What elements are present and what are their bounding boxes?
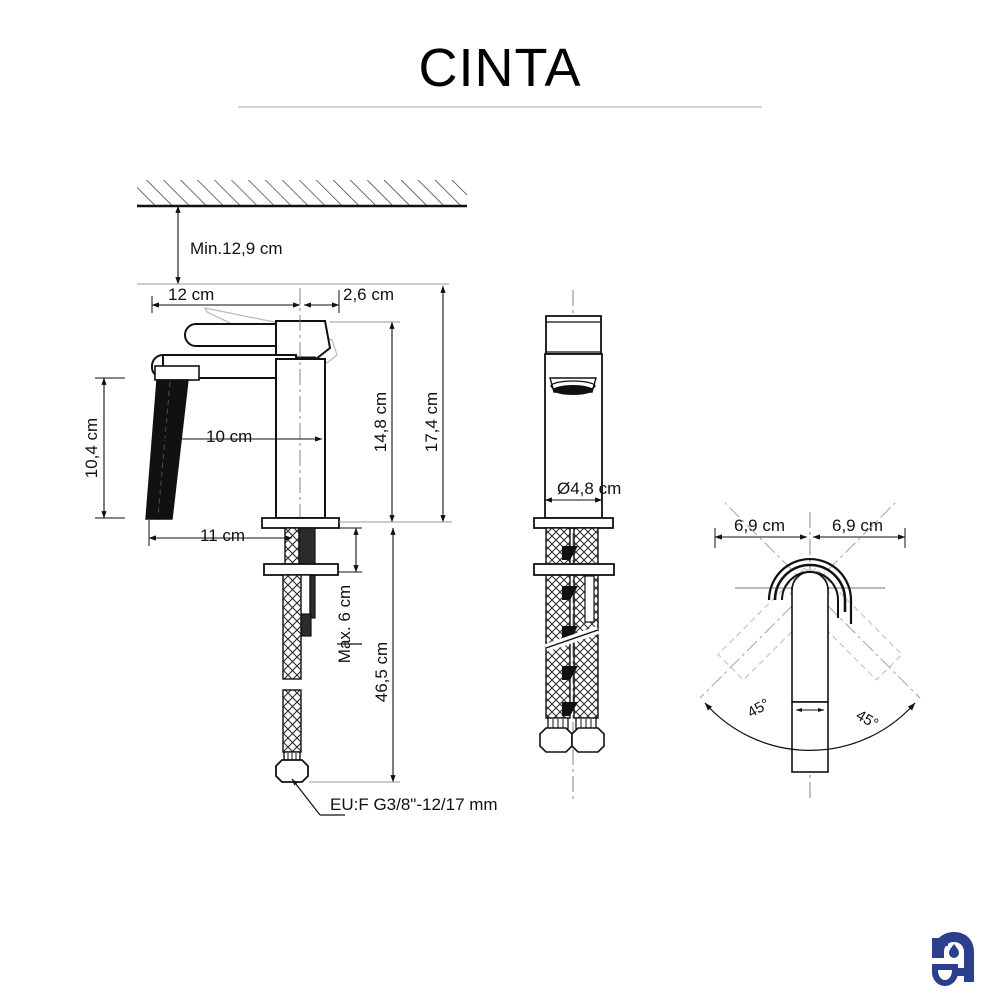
dimension-spout-height: 10 cm <box>162 427 323 446</box>
dimension-base-width-label: 11 cm <box>200 526 245 545</box>
dimension-min-clearance-label: Min.12,9 cm <box>190 239 283 258</box>
dimension-max-counter-thickness-label: Max. 6 cm <box>335 585 354 663</box>
hex-connector-nut <box>275 759 309 783</box>
mounting-shank-and-hose <box>263 527 339 783</box>
dimension-body-diameter-label: Ø4,8 cm <box>557 479 621 498</box>
side-cartridge-cap <box>545 315 602 355</box>
dimension-swivel-right-label: 6,9 cm <box>832 516 883 535</box>
dimension-stream-height-label: 10,4 cm <box>82 418 101 478</box>
dimension-body-height: 14,8 cm <box>330 321 400 523</box>
top-handle-arcs <box>767 557 853 624</box>
dimension-hose-length: 46,5 cm <box>309 527 400 783</box>
dimension-max-counter-thickness: Max. 6 cm <box>335 527 362 663</box>
braided-hose-right <box>573 527 599 719</box>
front-elevation-view: Min.12,9 cm 12 cm 2,6 cm <box>82 180 498 816</box>
dimension-handle-offset: 2,6 cm <box>303 285 394 313</box>
dimension-stream-height: 10,4 cm <box>82 377 125 519</box>
dimension-spout-reach: 12 cm <box>151 285 301 313</box>
page-title: CINTA <box>419 38 582 98</box>
dimension-swivel-left: 6,9 cm <box>714 516 808 548</box>
dimension-spout-height-label: 10 cm <box>206 427 252 446</box>
faucet-spout-arm <box>150 353 297 382</box>
water-stream <box>145 379 189 520</box>
dimension-body-diameter: Ø4,8 cm <box>544 479 621 503</box>
dimension-spout-reach-label: 12 cm <box>168 285 214 304</box>
side-mounting-nut <box>584 575 595 623</box>
dimension-base-width: 11 cm <box>148 520 293 546</box>
side-body-column <box>544 353 603 519</box>
top-plan-view: 6,9 cm 6,9 cm <box>699 502 921 800</box>
dimension-swivel-left-label: 6,9 cm <box>734 516 785 535</box>
side-braided-hoses <box>533 527 615 753</box>
mounting-washer <box>263 563 339 576</box>
dimension-min-clearance: Min.12,9 cm <box>175 205 283 285</box>
dimension-body-height-label: 14,8 cm <box>371 392 390 452</box>
side-hex-nut-left <box>539 727 573 753</box>
callout-connector-thread: EU:F G3/8"-12/17 mm <box>291 778 498 816</box>
faucet-cartridge-cap <box>275 320 332 360</box>
side-mounting-washer <box>533 563 615 576</box>
brand-logo <box>932 932 974 986</box>
side-hex-nut-right <box>571 727 605 753</box>
side-elevation-view: Ø4,8 cm <box>533 290 621 800</box>
faucet-base-flange <box>261 517 340 529</box>
dimension-total-height: 17,4 cm <box>339 285 452 523</box>
page-header: CINTA <box>238 38 762 108</box>
side-base-flange <box>533 517 614 529</box>
dimension-hose-length-label: 46,5 cm <box>372 642 391 702</box>
faucet-lever-handle <box>184 323 279 347</box>
callout-connector-thread-label: EU:F G3/8"-12/17 mm <box>330 795 498 814</box>
wall-hatch <box>137 180 467 208</box>
braided-hose-lower <box>282 689 302 753</box>
braided-hose-upper <box>282 574 302 680</box>
dimension-swivel-right: 6,9 cm <box>812 516 906 548</box>
dimension-handle-offset-label: 2,6 cm <box>343 285 394 304</box>
top-spout-body <box>791 571 829 773</box>
dimension-total-height-label: 17,4 cm <box>422 392 441 452</box>
